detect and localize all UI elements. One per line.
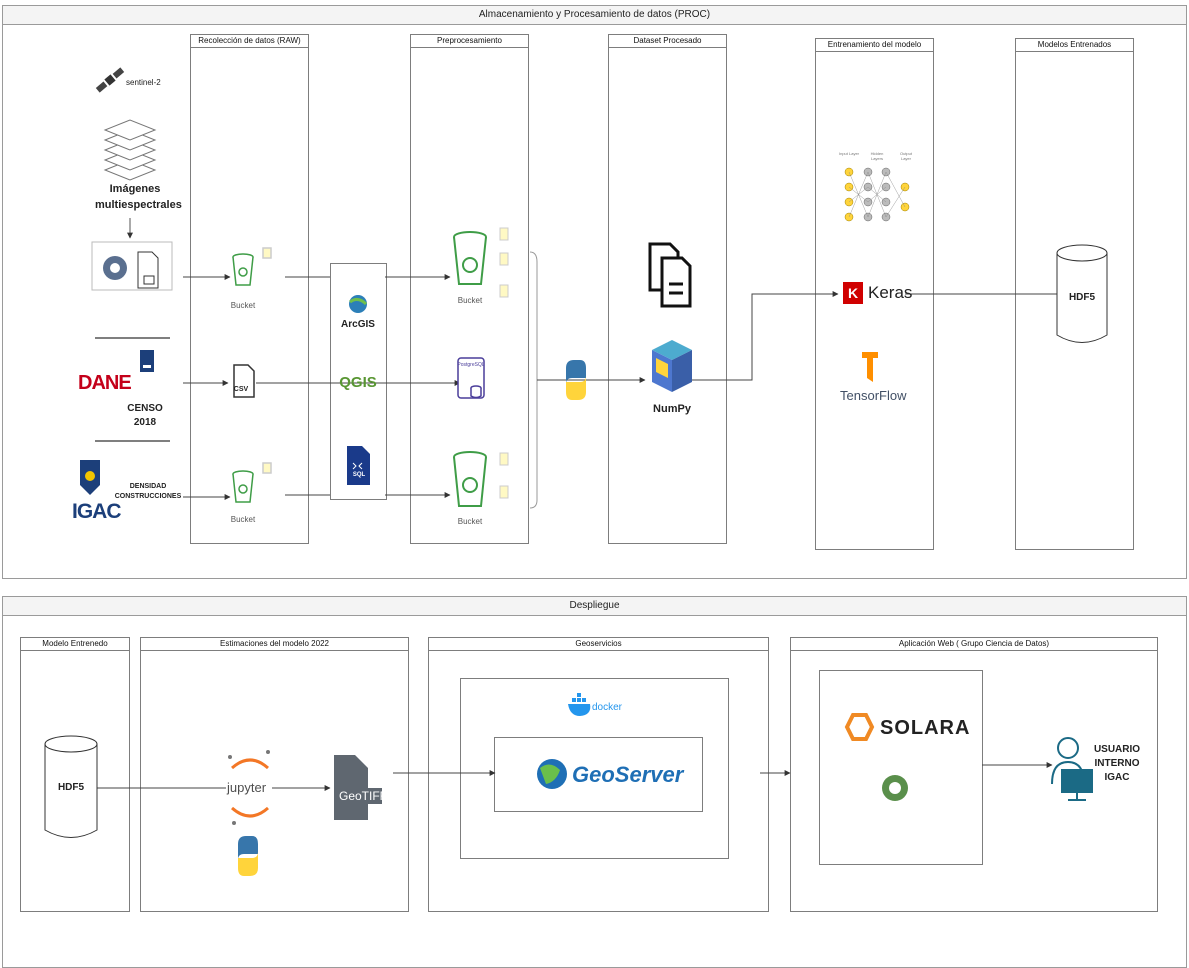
user-label-line2: INTERNO [1094, 758, 1140, 769]
docker-whale-icon [568, 693, 591, 716]
lane-dataset-title: Dataset Procesado [609, 35, 726, 48]
lane-webapp-title: Aplicación Web ( Grupo Ciencia de Datos) [791, 638, 1157, 651]
lane-estimates-title: Estimaciones del modelo 2022 [141, 638, 408, 651]
hdf5-cylinder-bottom-icon [44, 735, 98, 838]
satellite-icon [95, 67, 125, 93]
neural-network-icon [844, 167, 910, 222]
deploy-hdf5-label: HDF5 [57, 782, 85, 793]
lane-raw-title: Recolección de datos (RAW) [191, 35, 308, 48]
geotiff-label: GeoTIFF [339, 789, 388, 803]
user-label-line1: USUARIO [1093, 744, 1141, 755]
densidad-label-line2: CONSTRUCCIONES [114, 493, 182, 500]
python-logo-icon [566, 360, 586, 400]
jupyter-logo-icon [231, 758, 269, 818]
igac-logo-text: IGAC [72, 500, 121, 523]
arcgis-globe-icon [349, 295, 368, 313]
sentinel-label: sentinel-2 [126, 78, 161, 87]
jupyter-label: jupyter [226, 780, 268, 795]
imagery-label-line1: Imágenes [109, 183, 161, 195]
js-file-icon [137, 251, 159, 289]
sql-label: SQL [352, 472, 366, 478]
csv-file-icon [233, 364, 255, 398]
geoserver-label: GeoServer [572, 762, 684, 787]
pool-despliegue-title: Despliegue [3, 597, 1186, 616]
lane-models-title: Modelos Entrenados [1016, 39, 1133, 52]
lane-raw: Recolección de datos (RAW) [190, 34, 309, 544]
nn-hidden-label: Hidden Layers [870, 151, 884, 161]
keras-logo-icon [843, 282, 863, 304]
gear-small-icon [882, 775, 908, 801]
bucket-pre2-icon [453, 451, 509, 507]
solara-box [819, 670, 983, 865]
nn-input-label: Input Layer [838, 151, 859, 156]
csv-label: CSV [233, 386, 249, 393]
gear-icon [103, 256, 127, 280]
pool-procesamiento-title: Almacenamiento y Procesamiento de datos … [3, 6, 1186, 25]
edge-numpy-to-keras [690, 291, 839, 381]
postgres-label: PostgreSQL [457, 362, 485, 368]
bucket-raw2-icon [232, 462, 272, 503]
bucket-pre1-icon [453, 227, 509, 298]
geotiff-file-icon [334, 755, 382, 820]
imagery-label-line2: multiespectrales [95, 199, 182, 211]
python-logo-bottom-icon [238, 836, 258, 876]
tensorflow-label: TensorFlow [840, 388, 907, 403]
tensorflow-logo-icon [862, 352, 878, 382]
sql-file-icon [347, 446, 370, 485]
documents-icon [648, 242, 692, 308]
nn-output-label: Output Layer [899, 151, 912, 161]
keras-label: Keras [868, 283, 913, 302]
keras-k-label: K [847, 285, 859, 301]
lane-pre-title: Preprocesamiento [411, 35, 528, 48]
solara-logo-icon [844, 713, 875, 741]
bucket-raw1-label: Bucket [230, 301, 256, 310]
dane-logo-icon [140, 350, 154, 372]
lane-modelo-entrenado: Modelo Entrenedo [20, 637, 130, 912]
bucket-raw2-label: Bucket [230, 515, 256, 524]
user-label-line3: IGAC [1104, 772, 1130, 783]
dane-logo-text: DANE [78, 372, 132, 394]
censo-label-line2: 2018 [133, 417, 157, 428]
numpy-cube-icon [652, 340, 692, 392]
bracket-pre [529, 251, 538, 509]
docker-label: docker [592, 702, 623, 713]
lane-model-title: Modelo Entrenedo [21, 638, 129, 651]
qgis-label: QGIS [339, 374, 377, 391]
bucket-pre2-label: Bucket [457, 517, 483, 526]
bucket-pre1-label: Bucket [457, 296, 483, 305]
solara-label: SOLARA [880, 717, 971, 739]
hdf5-label: HDF5 [1068, 292, 1096, 303]
numpy-label: NumPy [653, 403, 691, 415]
layers-icon [103, 119, 157, 181]
hdf5-cylinder-icon [1056, 244, 1108, 343]
geoserver-globe-icon [537, 759, 567, 789]
censo-label-line1: CENSO [127, 403, 163, 414]
lane-train-title: Entrenamiento del modelo [816, 39, 933, 52]
geoserver-box [494, 737, 703, 812]
lane-geo-title: Geoservicios [429, 638, 768, 651]
user-workstation-icon [1051, 737, 1093, 801]
postgres-db-icon [457, 357, 485, 399]
igac-shield-icon [80, 460, 100, 495]
bucket-raw1-icon [232, 247, 272, 286]
densidad-label-line1: DENSIDAD [129, 483, 167, 490]
arcgis-label: ArcGIS [341, 319, 375, 330]
